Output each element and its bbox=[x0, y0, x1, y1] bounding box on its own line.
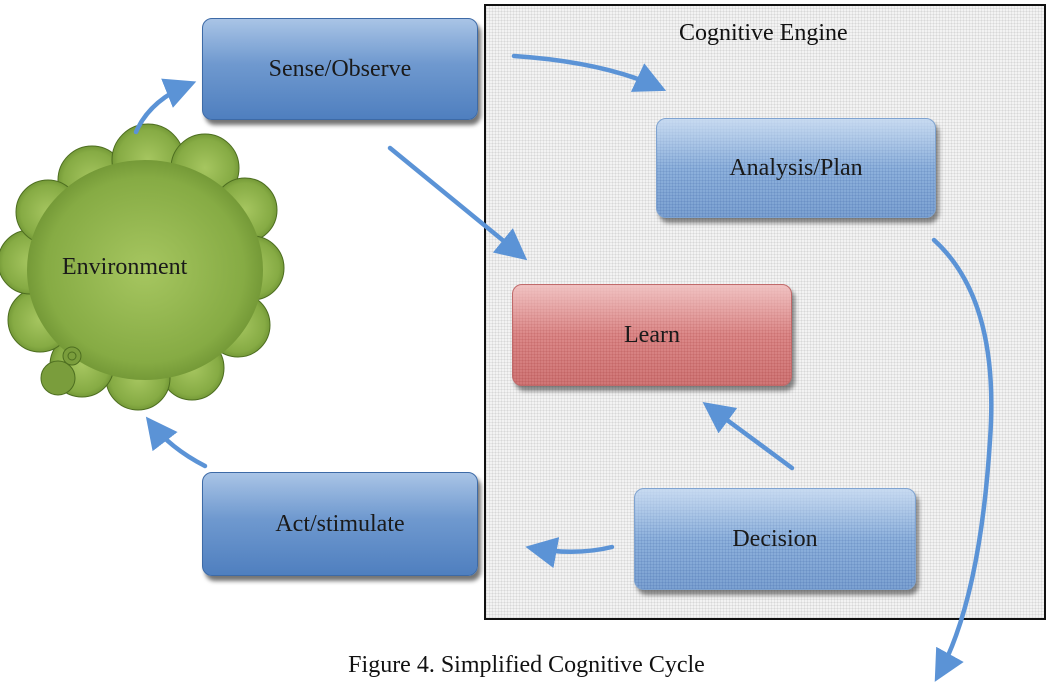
learn-box: Learn bbox=[512, 284, 792, 386]
arrow-decision-to-act bbox=[525, 537, 615, 569]
arrow-decision-to-learn bbox=[702, 401, 795, 471]
decision-box: Decision bbox=[634, 488, 916, 590]
analysis-plan-box: Analysis/Plan bbox=[656, 118, 936, 218]
environment-label: Environment bbox=[62, 254, 188, 280]
cognitive-engine-title: Cognitive Engine bbox=[679, 20, 848, 46]
arrow-sense-to-learn bbox=[387, 145, 528, 261]
arrow-analysis-to-output bbox=[931, 237, 994, 682]
decision-label: Decision bbox=[732, 525, 818, 552]
sense-observe-box: Sense/Observe bbox=[202, 18, 478, 120]
act-stimulate-box: Act/stimulate bbox=[202, 472, 478, 576]
learn-label: Learn bbox=[624, 321, 680, 348]
act-stimulate-label: Act/stimulate bbox=[275, 510, 405, 537]
arrow-sense-to-analysis bbox=[511, 53, 667, 92]
figure-caption: Figure 4. Simplified Cognitive Cycle bbox=[348, 652, 705, 678]
analysis-plan-label: Analysis/Plan bbox=[729, 154, 863, 181]
arrow-environment-to-sense bbox=[133, 78, 197, 135]
sense-observe-label: Sense/Observe bbox=[268, 55, 412, 82]
arrow-act-to-environment bbox=[145, 416, 208, 469]
